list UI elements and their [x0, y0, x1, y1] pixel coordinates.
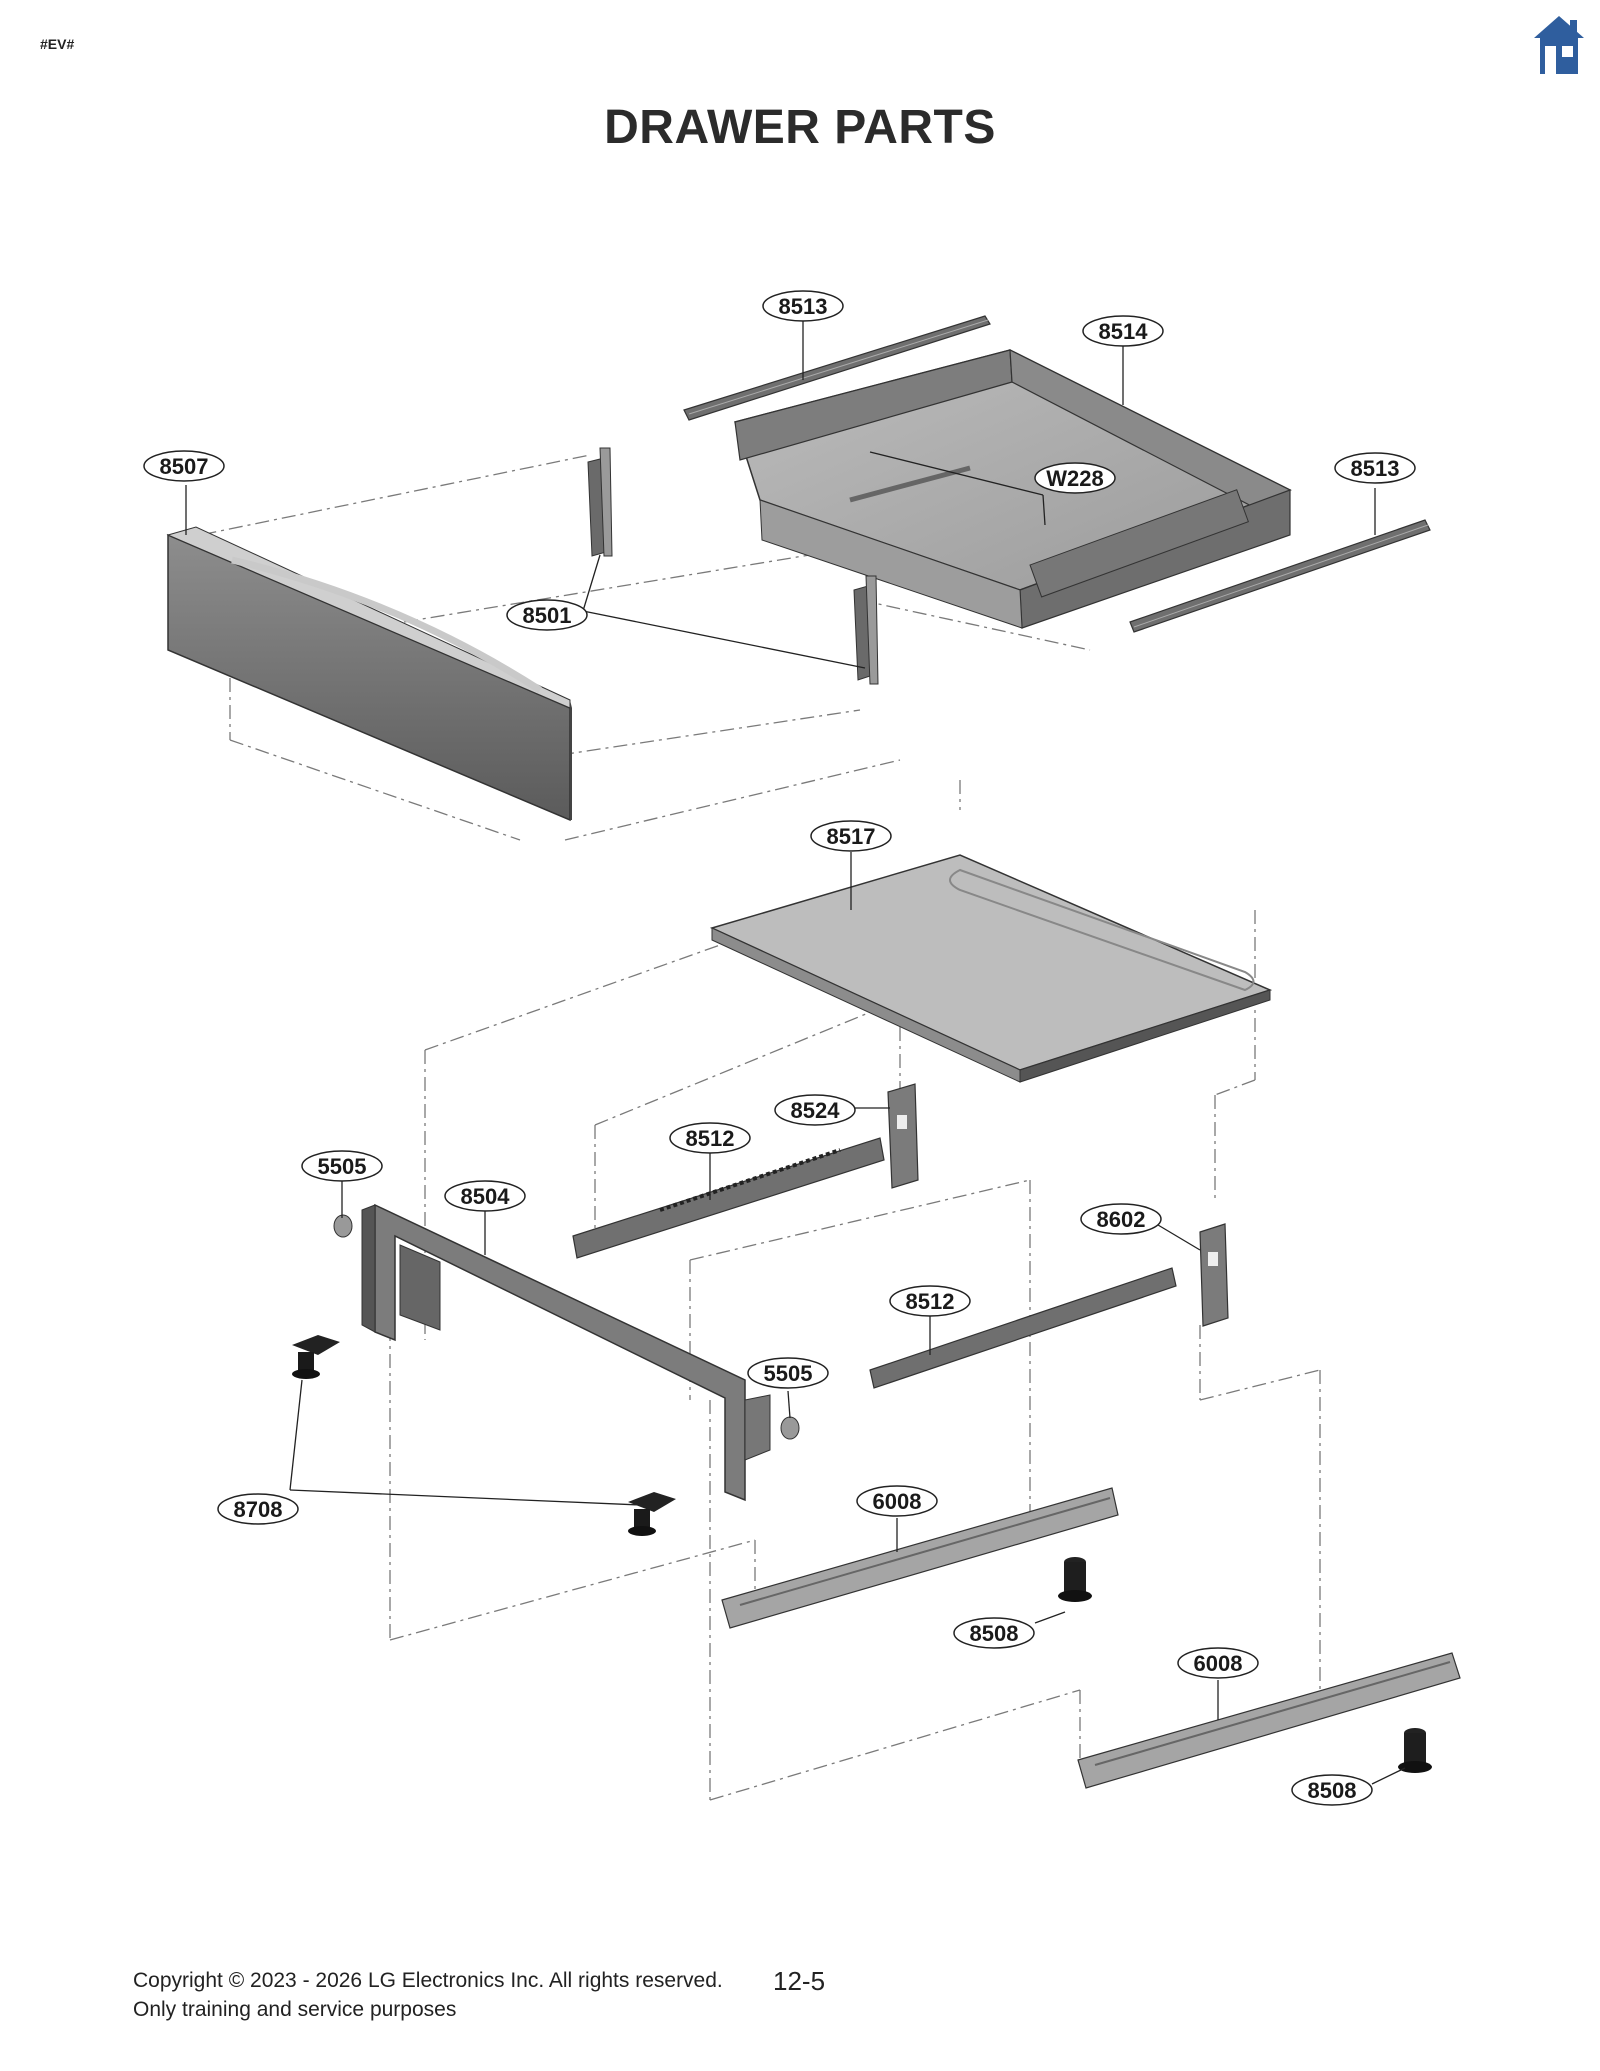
callout-6008a: 6008 — [856, 1485, 938, 1517]
callout-8513b: 8513 — [1334, 452, 1416, 484]
callout-5505a: 5505 — [301, 1150, 383, 1182]
part-8602-bracket — [1199, 1223, 1229, 1327]
svg-text:8517: 8517 — [827, 824, 876, 849]
part-8524-bracket — [887, 1083, 919, 1189]
part-8512-slide-lower — [869, 1267, 1177, 1389]
svg-text:6008: 6008 — [873, 1489, 922, 1514]
document-tag: #EV# — [40, 36, 75, 52]
callout-5505b: 5505 — [747, 1357, 829, 1389]
svg-text:8602: 8602 — [1097, 1207, 1146, 1232]
callout-8508b: 8508 — [1291, 1774, 1373, 1806]
svg-text:8512: 8512 — [686, 1126, 735, 1151]
page-number: 12-5 — [773, 1966, 826, 1996]
part-8513-rail-top — [683, 315, 991, 421]
callout-8504: 8504 — [444, 1180, 526, 1212]
svg-text:8508: 8508 — [1308, 1778, 1357, 1803]
callout-w228: W228 — [1034, 462, 1116, 494]
svg-text:6008: 6008 — [1194, 1651, 1243, 1676]
part-8507-drawer-front — [166, 526, 572, 822]
callout-8524: 8524 — [774, 1094, 856, 1126]
part-8513-rail-right — [1129, 519, 1431, 633]
svg-text:8513: 8513 — [779, 294, 828, 319]
svg-text:8508: 8508 — [970, 1621, 1019, 1646]
callout-8507: 8507 — [143, 450, 225, 482]
svg-text:8524: 8524 — [791, 1098, 841, 1123]
svg-text:8513: 8513 — [1351, 456, 1400, 481]
callout-8514: 8514 — [1082, 315, 1164, 347]
part-8501-brackets — [587, 447, 879, 685]
svg-text:8514: 8514 — [1099, 319, 1149, 344]
part-8508-feet — [1058, 1557, 1432, 1773]
callout-8517: 8517 — [810, 820, 892, 852]
svg-text:8708: 8708 — [234, 1497, 283, 1522]
svg-text:8504: 8504 — [461, 1184, 511, 1209]
svg-text:8501: 8501 — [523, 603, 572, 628]
part-6008-base-rail-rear — [1077, 1652, 1461, 1789]
svg-text:8512: 8512 — [906, 1289, 955, 1314]
svg-text:W228: W228 — [1046, 466, 1103, 491]
part-8514-drawer-tray — [734, 348, 1292, 629]
part-8708-leveling-feet — [292, 1335, 676, 1536]
footer-copyright: Copyright © 2023 - 2026 LG Electronics I… — [133, 1966, 723, 2024]
callout-6008b: 6008 — [1177, 1647, 1259, 1679]
svg-text:8507: 8507 — [160, 454, 209, 479]
part-5505-bumpers — [333, 1214, 800, 1440]
part-8517-cover-plate — [709, 854, 1273, 1083]
home-icon[interactable] — [1532, 14, 1586, 76]
leader-lines — [185, 321, 1406, 1785]
callout-8708: 8708 — [217, 1493, 299, 1525]
callout-8501: 8501 — [506, 599, 588, 631]
callout-8602: 8602 — [1080, 1203, 1162, 1235]
callout-8512a: 8512 — [669, 1122, 751, 1154]
svg-text:5505: 5505 — [318, 1154, 367, 1179]
part-6008-base-rail-front — [721, 1487, 1119, 1629]
callout-8513a: 8513 — [762, 290, 844, 322]
usage-notice: Only training and service purposes — [133, 1998, 457, 2021]
copyright-text: Copyright © 2023 - 2026 LG Electronics I… — [133, 1969, 723, 1992]
part-8504-frame — [361, 1203, 771, 1502]
callout-8512b: 8512 — [889, 1285, 971, 1317]
page-title: DRAWER PARTS — [604, 101, 996, 154]
callout-8508a: 8508 — [953, 1617, 1035, 1649]
svg-text:5505: 5505 — [764, 1361, 813, 1386]
part-8512-slide-upper — [572, 1137, 885, 1259]
